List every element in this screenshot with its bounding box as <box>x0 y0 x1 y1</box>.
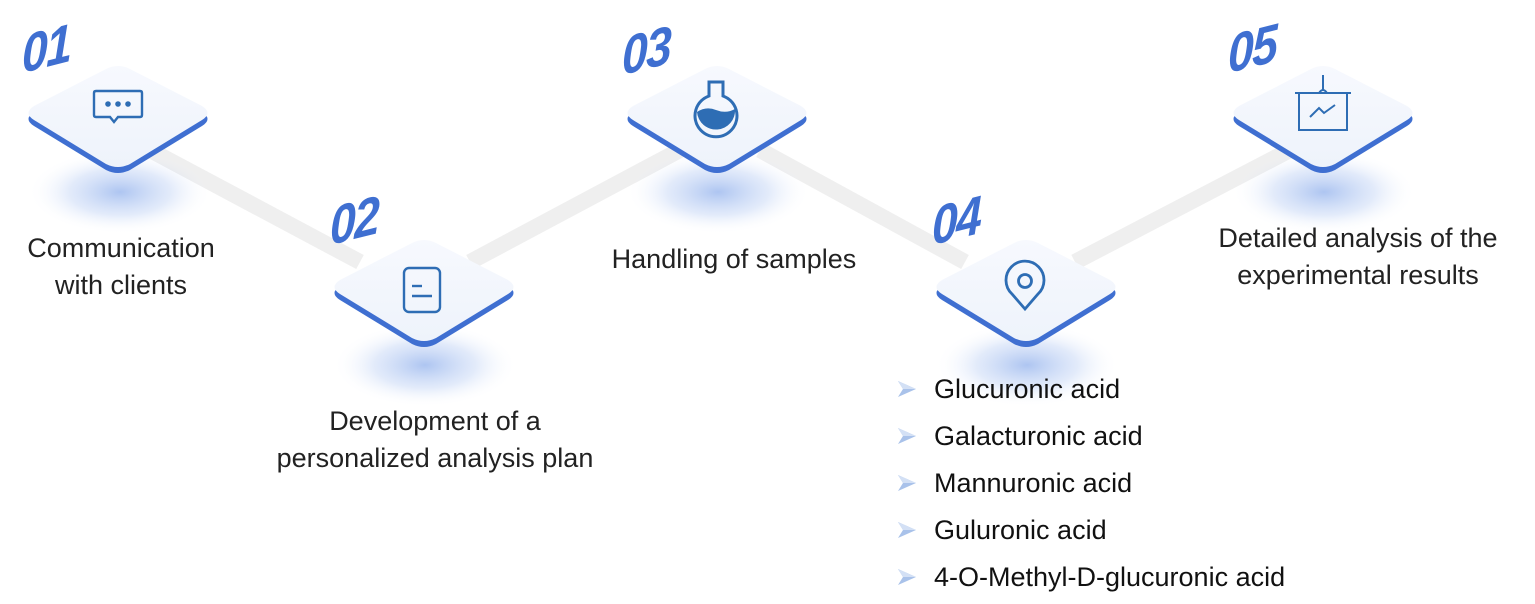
chat-bubble-icon <box>92 89 144 124</box>
item-text: Glucuronic acid <box>934 374 1121 404</box>
item-text: Mannuronic acid <box>934 468 1133 498</box>
flask-icon <box>693 80 739 139</box>
step-tile-01 <box>28 66 208 173</box>
list-item: Glucuronic acid <box>897 366 1285 413</box>
step-number-01: 01 <box>22 12 71 86</box>
step-label-01: Communication with clients <box>0 230 242 304</box>
step-label-05-line2: experimental results <box>1237 260 1479 290</box>
step-number-03: 03 <box>622 14 671 88</box>
arrow-bullet-icon <box>897 468 934 499</box>
arrow-bullet-icon <box>897 562 934 593</box>
list-item: Mannuronic acid <box>897 460 1285 507</box>
list-item: 4-O-Methyl-D-glucuronic acid <box>897 554 1285 601</box>
item-text: 4-O-Methyl-D-glucuronic acid <box>934 562 1286 592</box>
step-label-05-line1: Detailed analysis of the <box>1218 223 1498 253</box>
step-label-05: Detailed analysis of the experimental re… <box>1190 220 1526 294</box>
item-text: Guluronic acid <box>934 515 1107 545</box>
glows <box>28 150 1416 407</box>
step-number-02: 02 <box>330 184 379 257</box>
arrow-bullet-icon <box>897 421 934 452</box>
step-label-03: Handling of samples <box>580 241 888 278</box>
step-label-01-line1: Communication <box>27 233 215 263</box>
arrow-bullet-icon <box>897 374 934 405</box>
step-label-03-line1: Handling of samples <box>611 244 857 274</box>
step-label-01-line2: with clients <box>54 270 188 300</box>
location-pin-icon <box>1004 259 1046 312</box>
step-label-02: Development of a personalized analysis p… <box>240 403 630 477</box>
step-04-item-list: Glucuronic acid Galacturonic acid Mannur… <box>897 366 1285 601</box>
step-number-05: 05 <box>1228 12 1277 86</box>
step-label-02-line1: Development of a <box>329 406 541 436</box>
list-item: Guluronic acid <box>897 507 1285 554</box>
step-label-02-line2: personalized analysis plan <box>276 443 594 473</box>
presentation-chart-icon <box>1295 75 1351 131</box>
list-item: Galacturonic acid <box>897 413 1285 460</box>
arrow-bullet-icon <box>897 515 934 546</box>
step-number-04: 04 <box>932 184 981 257</box>
item-text: Galacturonic acid <box>934 421 1143 451</box>
document-icon <box>402 266 442 314</box>
